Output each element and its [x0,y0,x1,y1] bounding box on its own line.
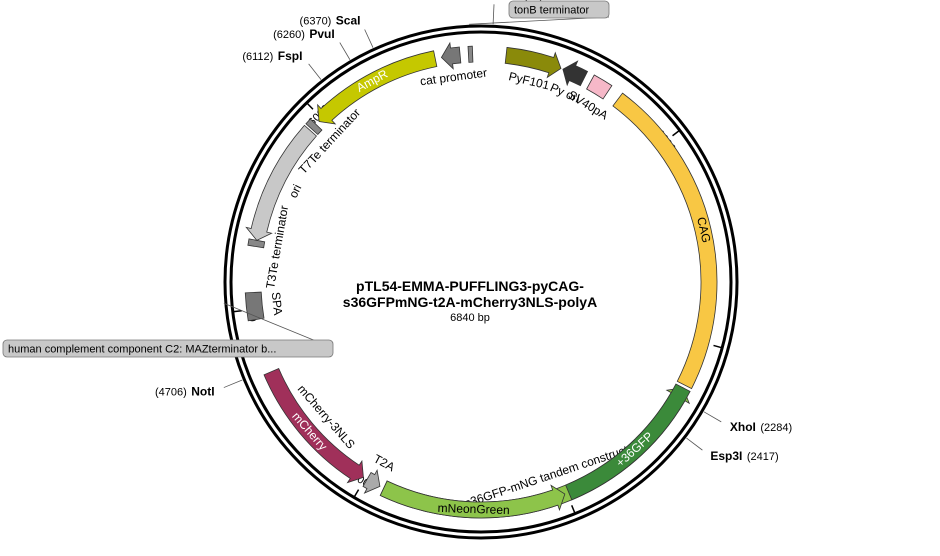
site-pvui: (6260) PvuI [273,25,335,42]
site-leader [308,63,322,80]
site-name: NotI [191,384,214,398]
boxed-label-tonb-terminator: tonB terminator [469,0,610,25]
feature-label-ori: ori [286,182,304,200]
tick-mark [570,505,576,513]
site-leader [364,29,374,48]
site-noti: (4706) NotI [155,382,215,399]
plasmid-length: 6840 bp [450,312,490,324]
tick-mark [713,344,722,349]
plasmid-name-line1: pTL54-EMMA-PUFFLING3-pyCAG- [356,278,584,294]
box-background [508,0,610,19]
site-leader [703,411,722,423]
site-scai: (6370) ScaI [300,11,361,28]
feature-gfp36 [565,383,691,501]
site-label: (6112) FspI [242,47,302,64]
site-label: Esp3I (2417) [710,447,778,464]
site-leader [223,379,243,388]
plasmid-center-title: pTL54-EMMA-PUFFLING3-pyCAG- s36GFPmNG-t2… [343,278,597,324]
site-position: (2417) [747,451,779,463]
site-label: XhoI (2284) [730,418,792,435]
feature-pyf101 [504,46,562,79]
site-name: PacI [494,0,519,1]
feature-mneongreen [379,480,566,519]
site-position: (6370) [300,15,332,27]
site-fspi: (6112) FspI [242,47,302,64]
feature-ampr [317,50,438,125]
boxed-labels: tonB terminator human complement componen… [2,0,610,358]
feature-label-pyf101: PyF101 [507,69,551,92]
plasmid-name-line2: s36GFPmNG-t2A-mCherry3NLS-polyA [343,294,597,310]
feature-label-spa: SPA [269,291,285,315]
box-text: human complement component C2: MAZtermin… [8,344,276,356]
feature-t2a [362,469,381,494]
feature-label-mneongreen: mNeonGreen [437,501,509,517]
boxed-label-c2-maz: human complement component C2: MAZtermin… [2,302,334,358]
feature-py-arrow [562,60,589,87]
site-leader [686,437,703,451]
tick-mark [353,489,360,497]
backbone-inner-ring [229,30,733,534]
site-position: (6260) [273,29,305,41]
site-leader [492,4,495,25]
feature-t3te [247,238,266,249]
site-name: XhoI [730,420,756,434]
tick-mark [306,102,314,110]
feature-label-t2a: T2A [371,452,397,475]
feature-sv40pa [586,74,613,100]
tick-mark [233,309,242,313]
backbone-outer-ring [223,24,739,540]
plasmid-backbone [223,24,739,540]
site-position: (4706) [155,386,187,398]
feature-label-cat-promoter: cat promoter [419,66,488,89]
site-label: (4706) NotI [155,382,215,399]
feature-spa [244,291,265,322]
site-name: Esp3I [710,449,742,463]
tick-mark [672,130,680,137]
site-name: ScaI [336,13,361,27]
site-position: (2284) [760,422,792,434]
box-background [2,339,334,358]
site-leader [339,42,351,60]
feature-mcherry [263,367,364,484]
site-label: (6260) PvuI [273,25,335,42]
site-label: (6370) ScaI [300,11,361,28]
site-name: PvuI [309,27,334,41]
feature-cag [612,92,718,390]
site-xhoi: XhoI (2284) [730,418,792,435]
feature-t7te [305,118,323,136]
feature-ori [245,124,317,241]
feature-cat-promoter [440,41,462,70]
site-esp3i: Esp3I (2417) [710,447,778,464]
site-name: FspI [278,49,303,63]
feature-label-cag: CAG [694,216,714,245]
feature-tonb-block [467,45,474,63]
site-position: (6112) [242,51,273,63]
box-text: tonB terminator [514,5,590,17]
